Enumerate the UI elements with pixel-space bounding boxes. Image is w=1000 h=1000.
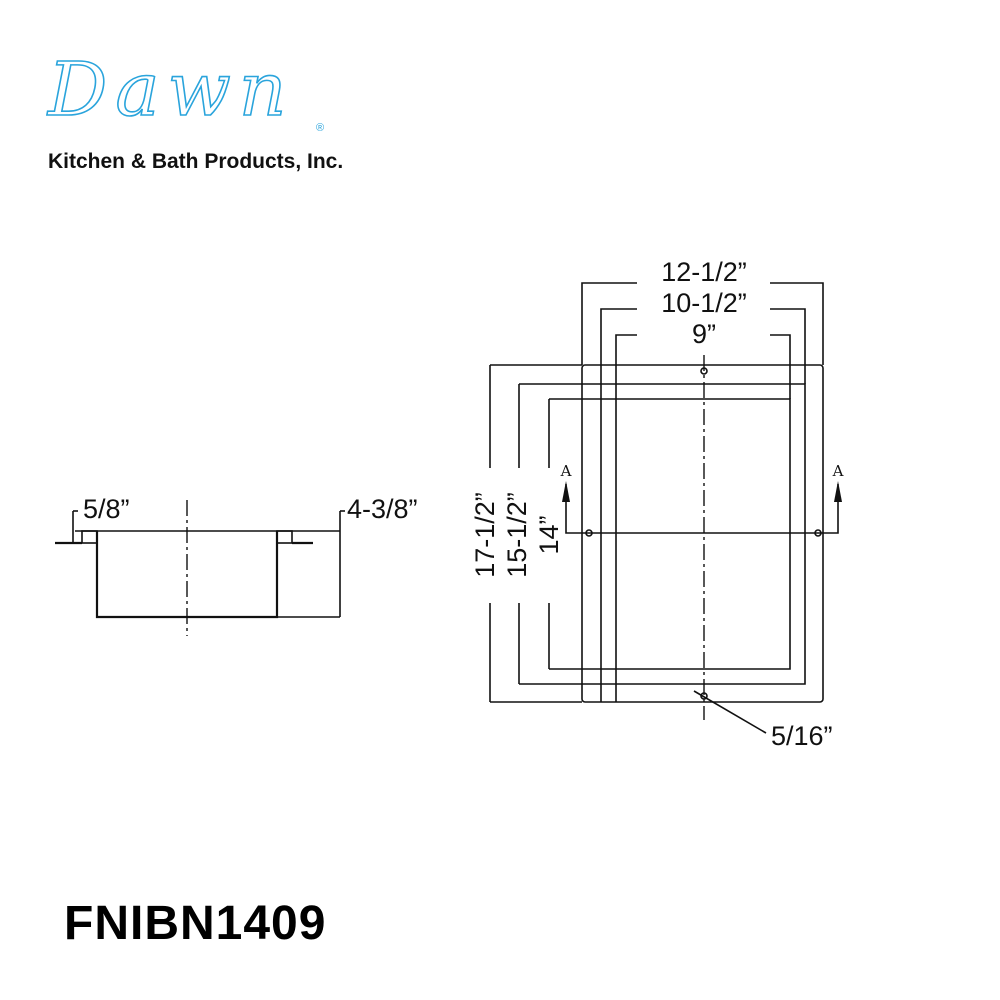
section-label-left: A <box>560 462 572 480</box>
inner-height-label: 14” <box>534 515 564 554</box>
side-view: 5/8” 4-3/8” <box>55 494 418 636</box>
front-view: 12-1/2” 10-1/2” 9” 17-1/2” 15-1/2” 14” A… <box>470 257 844 751</box>
company-name: Kitchen & Bath Products, Inc. <box>48 150 344 173</box>
outer-height-label: 17-1/2” <box>470 492 500 578</box>
outer-width-label: 12-1/2” <box>661 257 747 287</box>
middle-width-label: 10-1/2” <box>661 288 747 318</box>
inner-width-label: 9” <box>692 319 716 349</box>
middle-height-label: 15-1/2” <box>502 492 532 578</box>
logo-wordmark: Dawn <box>47 46 295 134</box>
section-arrow-left <box>562 481 570 502</box>
section-label-right: A <box>832 462 844 480</box>
section-arrow-right <box>834 481 842 502</box>
mounting-hole <box>700 367 708 375</box>
flange-height-label: 5/8” <box>83 494 130 524</box>
hole-diameter-label: 5/16” <box>771 721 833 751</box>
registered-mark: ® <box>316 122 325 134</box>
depth-label: 4-3/8” <box>347 494 418 524</box>
model-number: FNIBN1409 <box>64 897 327 950</box>
